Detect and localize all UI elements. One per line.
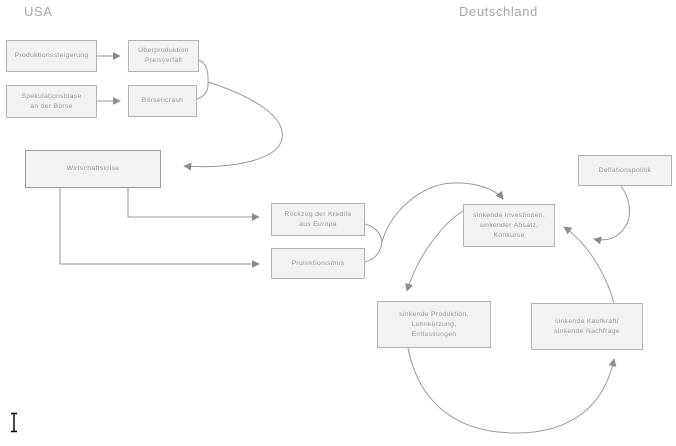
node-wirtschaftskrise[interactable]: Wirtschaftskrise <box>25 150 161 188</box>
node-protektionismus[interactable]: Protektionismus <box>271 248 365 279</box>
node-produktionssteigerung[interactable]: Produktionssteigerung <box>6 40 97 72</box>
edge-wirtschaftskrise-protektionismus <box>59 188 260 268</box>
text-cursor-ibeam-icon <box>11 412 17 433</box>
node-spekulationsblase[interactable]: Spekulationsblase an der Börse <box>6 85 97 118</box>
region-label-deutschland[interactable]: Deutschland <box>459 4 538 19</box>
node-sinkende-kaufkraft[interactable]: sinkende Kaufkraft/ sinkende Nachfrage <box>531 303 643 350</box>
edge-deflationspolitik-cycle <box>593 185 630 245</box>
node-ueberproduktion[interactable]: Überproduktion Preisverfall <box>128 40 199 72</box>
edge-wirtschaftskrise-rueckzug <box>127 188 260 221</box>
edge-produktion-kaufkraft <box>407 347 617 434</box>
node-sinkende-produktion[interactable]: sinkende Produktion, Lohnkürzung, Entlas… <box>377 301 491 348</box>
node-boersencrash[interactable]: Börsencrash <box>128 85 197 117</box>
edge-join-boersencrash <box>196 81 209 100</box>
edge-investionen-produktion <box>405 210 464 292</box>
edge-join-ueberproduktion <box>198 59 209 83</box>
edge-kaufkraft-investionen <box>563 226 615 304</box>
node-sinkende-investionen[interactable]: sinkende Investionen, sinkender Absatz, … <box>463 204 555 247</box>
region-label-usa[interactable]: USA <box>24 4 53 19</box>
edge-join-protektionismus <box>364 241 383 263</box>
edge-join-rueckzug <box>364 223 383 243</box>
edge-usa-wirtschaftskrise <box>183 81 283 171</box>
node-deflationspolitik[interactable]: Deflationspolitik <box>578 155 672 186</box>
node-rueckzug-kredite[interactable]: Rückzug der Kredite aus Europa <box>271 203 365 236</box>
